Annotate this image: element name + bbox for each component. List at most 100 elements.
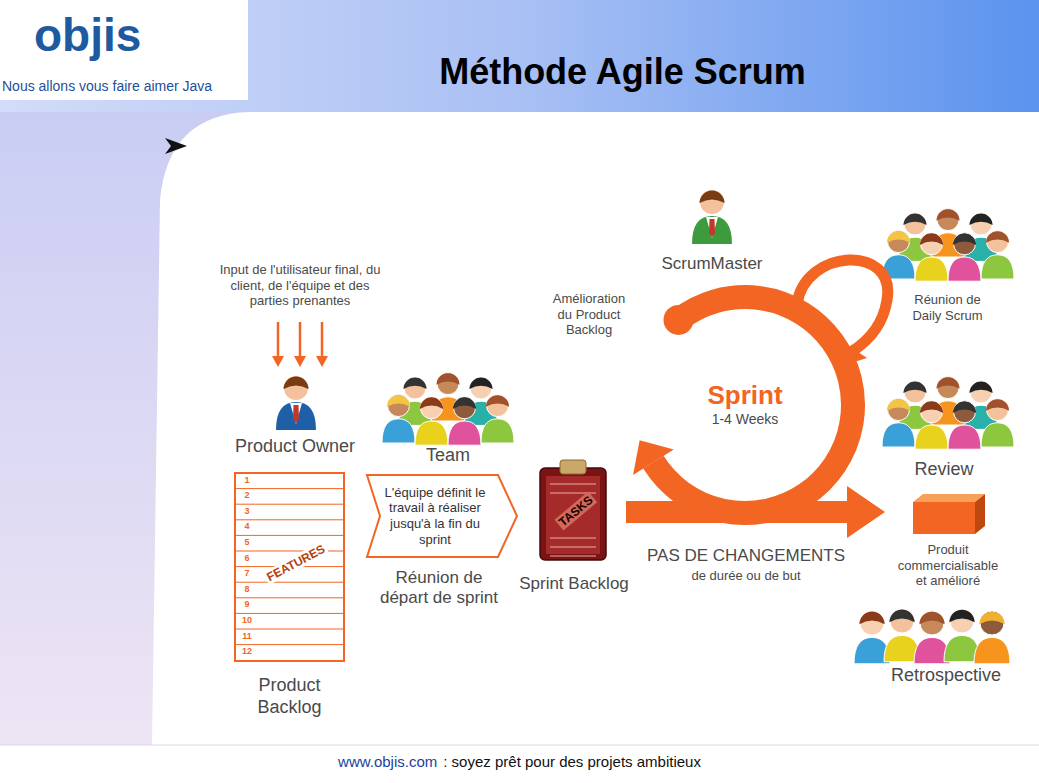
person-icon (415, 397, 448, 445)
person-head (860, 611, 884, 635)
meeting-heading: Réunion de départ de sprint (374, 568, 504, 609)
person-hair (387, 395, 410, 407)
person-head (987, 231, 1009, 253)
daily-loop-head (837, 338, 867, 366)
row-number: 12 (236, 646, 258, 657)
role-label: Product Owner (215, 436, 375, 458)
meeting-label: Retrospective (866, 665, 1026, 687)
person-icon (382, 395, 415, 443)
person-hair (919, 612, 944, 625)
person-body (974, 637, 1010, 663)
paper-line (550, 556, 596, 557)
person-head (454, 397, 476, 419)
row-number: 11 (236, 631, 258, 642)
cube-top (913, 494, 985, 502)
sprint-arc (653, 297, 853, 513)
person-head (700, 190, 724, 214)
person-head (284, 376, 308, 400)
person-hair (889, 610, 914, 623)
input-arrow (299, 322, 302, 358)
table-row-line (235, 535, 344, 536)
rule-note: PAS DE CHANGEMENTS (626, 546, 866, 566)
person-icon (981, 399, 1014, 447)
person-icon (882, 399, 915, 447)
person-hair (887, 231, 910, 243)
row-number: 4 (236, 521, 258, 532)
person-hair (986, 399, 1009, 411)
suit-person-icon (276, 376, 316, 430)
person-head (470, 377, 492, 399)
suit-person-icon (692, 190, 732, 244)
person-head (404, 377, 426, 399)
row-number: 1 (236, 475, 258, 486)
sprint-cycle: Sprint1-4 Weeks (615, 280, 875, 530)
arrow-head (294, 356, 306, 367)
tie (709, 219, 715, 237)
row-number: 3 (236, 506, 258, 517)
person-head (487, 395, 509, 417)
person-body (948, 257, 981, 281)
person-body (415, 421, 448, 445)
person-head (437, 373, 459, 395)
table-row-line (235, 504, 344, 505)
person-hair (903, 382, 926, 394)
chevron-border (367, 475, 517, 557)
input-note: Input de l'utilisateur final, du client,… (216, 262, 384, 309)
product-increment: Produit commercialisable et amélioré (885, 490, 1011, 589)
person-hair (700, 191, 725, 204)
person-head (421, 397, 443, 419)
person-icon (481, 395, 514, 443)
person-head (970, 381, 992, 403)
person-hair (953, 233, 976, 245)
person-head (950, 609, 974, 633)
table-row-line (235, 629, 344, 630)
person-head (954, 233, 976, 255)
arrow-head (272, 356, 284, 367)
content-panel (152, 112, 1039, 745)
backlog-heading: Product Backlog (234, 675, 345, 718)
product-caption: Produit commercialisable et amélioré (893, 542, 1003, 589)
person-icon (448, 397, 481, 445)
person-hair (859, 612, 884, 625)
person-icon (974, 611, 1010, 664)
person-body (882, 423, 915, 447)
row-number: 5 (236, 537, 258, 548)
logo-tagline: Nous allons vous faire aimer Java (2, 78, 246, 95)
product-cube (885, 490, 1011, 536)
row-number: 9 (236, 599, 258, 610)
person-body (915, 257, 948, 281)
person-head (888, 231, 910, 253)
person-head (937, 209, 959, 231)
person-body (382, 419, 415, 443)
person-hair (969, 382, 992, 394)
person-head (888, 399, 910, 421)
table-row-line (235, 597, 344, 598)
person-hair (420, 397, 443, 409)
arc-arrow-head (633, 440, 674, 475)
person-body (981, 255, 1014, 279)
table-row-line (235, 613, 344, 614)
paper-line (550, 538, 596, 539)
arrow-head (316, 356, 328, 367)
person-hair (284, 377, 309, 390)
planning-text: L'équipe définit le travail à réaliser j… (366, 477, 518, 555)
person-head (937, 377, 959, 399)
paper-line (550, 484, 596, 485)
footer-line: www.objis.com: soyez prêt pour des proje… (0, 753, 1039, 771)
table-row-line (235, 488, 344, 489)
person-hair (469, 378, 492, 390)
cube-front (913, 502, 975, 534)
person-head (920, 611, 944, 635)
row-number: 10 (236, 615, 258, 626)
person-head (921, 401, 943, 423)
person-hair (936, 377, 959, 389)
person-icon (915, 233, 948, 281)
person-head (904, 381, 926, 403)
person-hair (979, 612, 1004, 625)
table-row-line (235, 644, 344, 645)
